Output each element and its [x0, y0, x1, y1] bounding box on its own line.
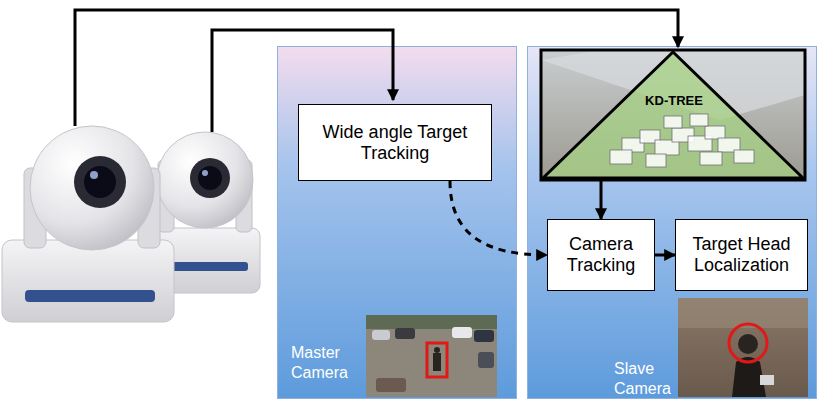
camera-base	[2, 240, 174, 322]
camera-strip	[25, 290, 155, 302]
building	[541, 50, 805, 120]
camera-base	[140, 228, 260, 293]
camera-lens	[190, 158, 230, 198]
box-label: Camera Tracking	[554, 234, 648, 276]
camera-yoke	[236, 160, 252, 232]
car	[452, 327, 472, 338]
structure-label: KD-TREE	[542, 93, 806, 108]
person-head	[738, 334, 758, 354]
keyframe-patches	[610, 114, 754, 167]
kd-tree-picture	[541, 50, 805, 180]
street-photo	[541, 50, 805, 180]
car	[474, 330, 494, 342]
slave-panel: Slave Camera KD-TREE Camera Tracking Target…	[527, 46, 817, 399]
person-body	[732, 357, 766, 397]
camera-lens	[198, 166, 222, 190]
master-panel: Master Camera Wide angle Target Tracking	[277, 46, 517, 399]
flow-arrow	[655, 254, 675, 257]
person	[434, 347, 440, 353]
process-box: Target Head Localization	[675, 219, 808, 291]
lens-highlight	[202, 170, 208, 176]
lens-highlight	[90, 171, 98, 179]
camera-strip	[162, 262, 248, 271]
box-label: Wide angle Target Tracking	[305, 122, 485, 164]
person	[433, 353, 441, 371]
car	[478, 352, 494, 368]
process-box: Wide angle Target Tracking	[298, 104, 492, 181]
rear-camera	[140, 132, 260, 293]
wire	[75, 10, 678, 126]
panel-label: Master Camera	[291, 343, 363, 383]
kd-tree-region	[543, 52, 803, 178]
car	[376, 378, 406, 392]
target-box	[427, 343, 447, 377]
camera-dome	[157, 132, 253, 228]
background	[678, 298, 808, 328]
car	[395, 328, 415, 339]
dashed-arrow	[450, 181, 547, 255]
box-label: Target Head Localization	[682, 234, 801, 276]
bag	[760, 375, 774, 385]
panel-label: Slave Camera	[614, 359, 676, 399]
trees	[366, 315, 497, 329]
camera-lens	[84, 166, 116, 198]
kd-tree-triangle	[543, 52, 803, 178]
process-box: Camera Tracking	[547, 219, 655, 291]
camera-yoke	[24, 168, 46, 248]
master-view	[366, 315, 497, 397]
wire	[212, 30, 393, 132]
camera-yoke	[158, 160, 174, 232]
camera-dome	[30, 126, 154, 250]
picture-frame	[541, 50, 805, 180]
camera-lens	[74, 156, 126, 208]
parking-photo	[366, 315, 497, 397]
head-circle	[729, 324, 767, 362]
panel-label-holder: Slave Camera	[614, 359, 676, 399]
panel-label-holder: Master Camera	[291, 343, 363, 383]
slave-view	[678, 298, 808, 397]
car	[372, 330, 390, 340]
camera-wires	[75, 10, 678, 132]
flow-arrow	[600, 181, 603, 219]
kd-tree-picture: KD-TREE	[542, 51, 806, 181]
close-up-photo	[678, 298, 808, 397]
front-camera	[2, 126, 174, 322]
camera-yoke	[138, 168, 160, 248]
